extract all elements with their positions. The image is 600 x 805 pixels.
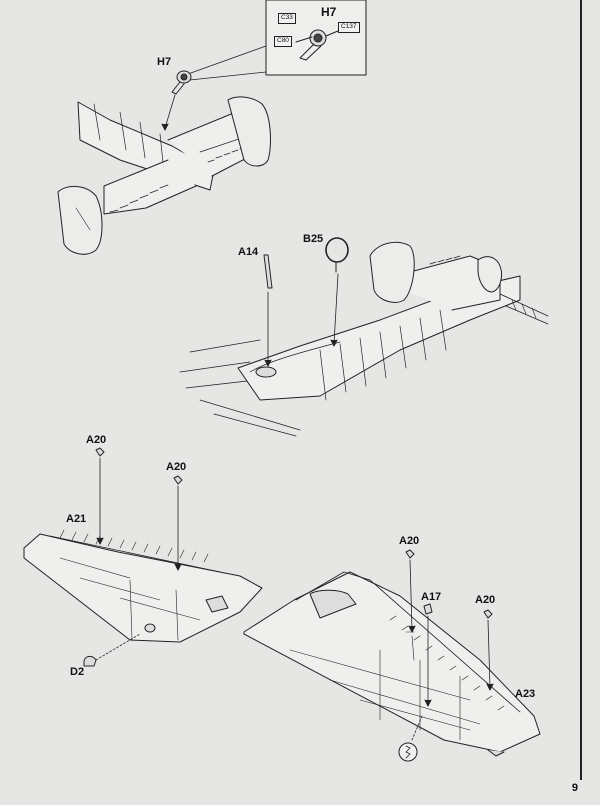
- page-border: [580, 0, 582, 780]
- label-c80: C80: [274, 36, 292, 47]
- label-a21: A21: [66, 513, 87, 525]
- right-wing-assembly-4: [243, 549, 541, 762]
- label-a23: A23: [515, 688, 536, 700]
- label-h7-inset: H7: [321, 5, 337, 19]
- label-a17: A17: [421, 591, 442, 603]
- label-h7: H7: [157, 56, 172, 68]
- label-d2: D2: [70, 666, 85, 678]
- label-c33: C33: [278, 13, 296, 24]
- label-a20-right-2: A20: [475, 594, 496, 606]
- label-a20-left-2: A20: [166, 461, 187, 473]
- label-a14: A14: [238, 246, 259, 258]
- label-c137: C137: [338, 22, 360, 33]
- tail-assembly-1: [57, 70, 271, 255]
- label-a20-left-1: A20: [86, 434, 107, 446]
- label-b25: B25: [303, 233, 324, 245]
- page-number: 9: [571, 782, 578, 794]
- label-a20-right-1: A20: [399, 535, 420, 547]
- fuselage-assembly-2: [179, 237, 549, 437]
- left-wing-assembly-3: [23, 447, 263, 667]
